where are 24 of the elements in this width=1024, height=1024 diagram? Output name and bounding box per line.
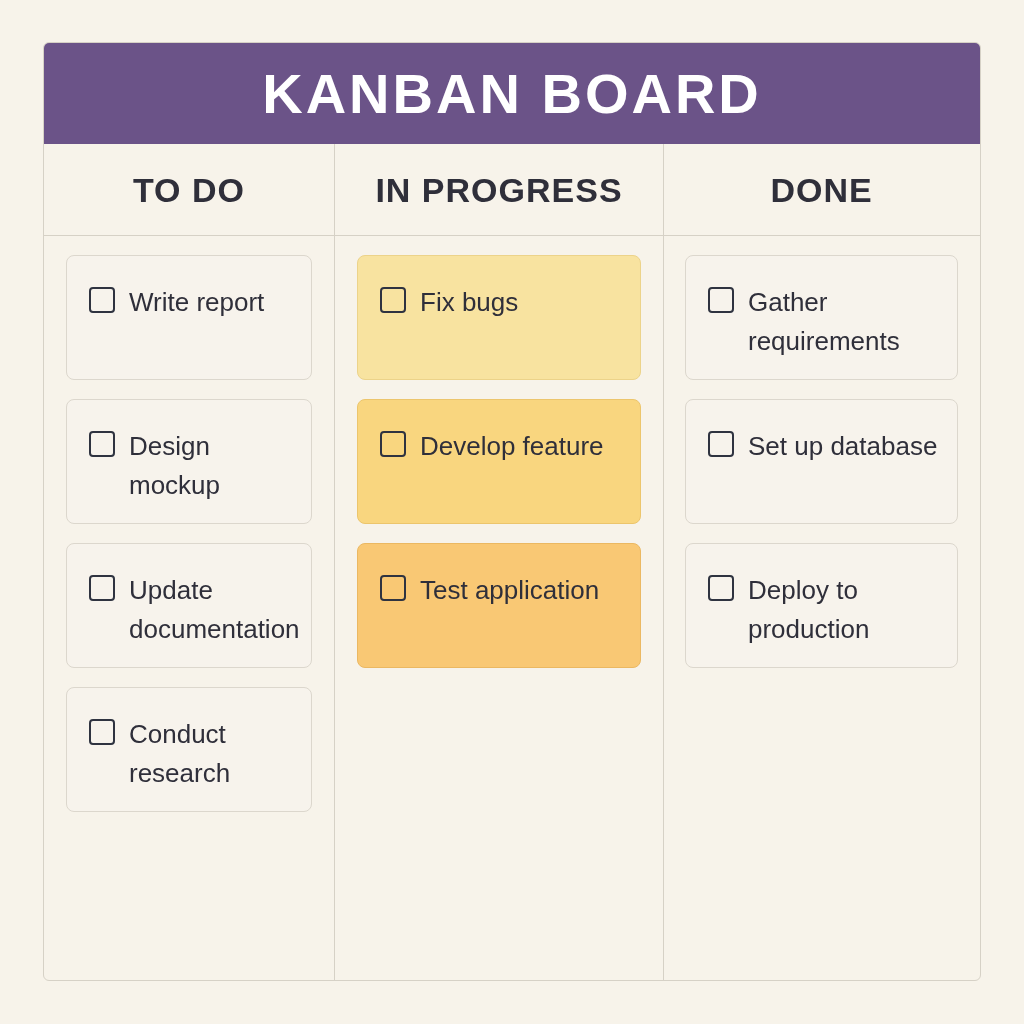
task-text: Test application	[420, 574, 601, 607]
column-heading: IN PROGRESS	[375, 169, 623, 211]
task-card	[66, 255, 312, 380]
task-card	[66, 687, 312, 812]
task-text: Write report	[129, 286, 266, 319]
task-card	[66, 399, 312, 524]
task-card	[357, 255, 641, 380]
column-heading: TO DO	[132, 169, 245, 211]
task-text: Set up database	[748, 430, 939, 463]
column-heading: DONE	[770, 169, 873, 211]
task-text: Conduct research	[129, 718, 232, 790]
task-card	[685, 255, 958, 380]
task-text: Update documentation	[129, 574, 301, 646]
task-text: Gather requirements	[748, 286, 901, 358]
task-card	[685, 543, 958, 668]
task-card	[357, 399, 641, 524]
task-text: Develop feature	[420, 430, 605, 463]
board-title: KANBAN BOARD	[262, 60, 762, 127]
task-card	[66, 543, 312, 668]
task-text: Fix bugs	[420, 286, 520, 319]
task-card	[357, 543, 641, 668]
task-text: Deploy to production	[748, 574, 871, 646]
task-text: Design mockup	[129, 430, 222, 502]
task-card	[685, 399, 958, 524]
